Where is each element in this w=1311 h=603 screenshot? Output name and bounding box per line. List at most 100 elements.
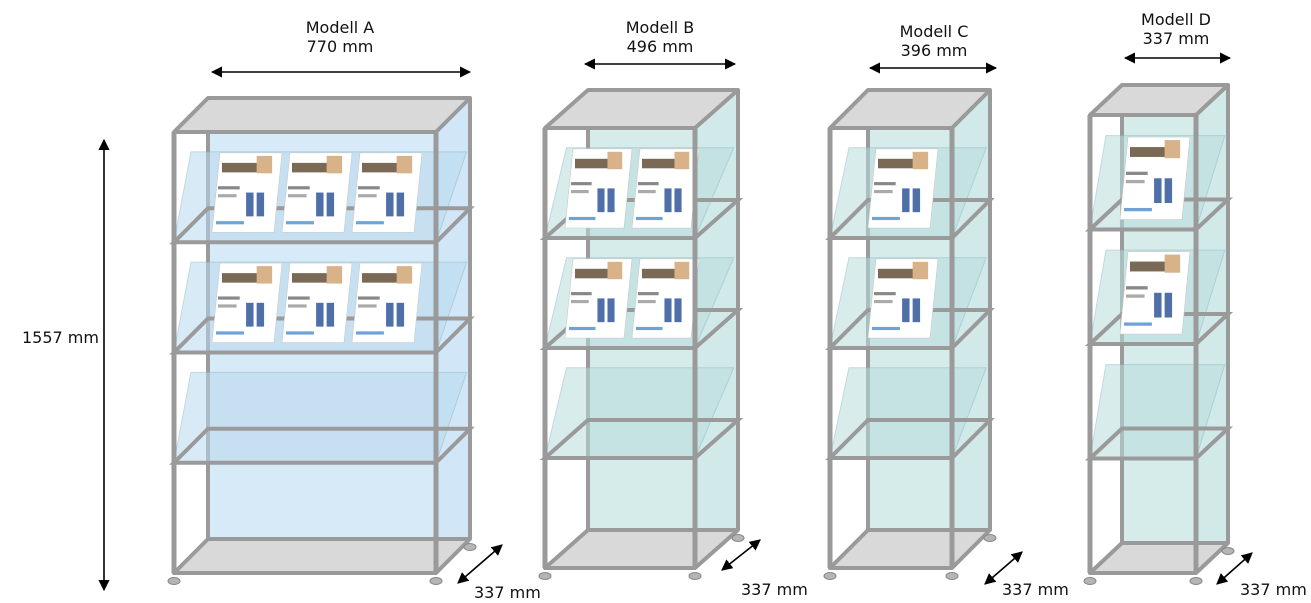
bottom-panel xyxy=(828,528,992,570)
brochure-2-1 xyxy=(1119,251,1191,335)
brochure-1-1-panel1 xyxy=(1154,178,1162,204)
top-panel xyxy=(1088,83,1230,117)
brochure-2-1-footer xyxy=(569,326,596,331)
brochure-2-2-footer xyxy=(636,326,663,331)
brochure-1-1-text1 xyxy=(218,186,240,190)
shelf-rail-2 xyxy=(169,316,475,355)
brochure-2-2-panel1 xyxy=(664,298,672,323)
brochure-1-2-text1 xyxy=(288,186,310,190)
shelf-rail-2 xyxy=(825,308,995,350)
model-c-label: Modell C 396 mm xyxy=(884,22,984,60)
brochure-2-2-text2 xyxy=(638,299,656,304)
brochure-1-3-door xyxy=(396,155,413,174)
model-b-depth: 337 mm xyxy=(741,580,808,599)
foot-2 xyxy=(688,572,702,580)
shelf-modell-d xyxy=(1083,83,1235,585)
brochure-1-1-panel2 xyxy=(256,192,265,217)
top-panel xyxy=(543,88,740,130)
shelf-rail-3 xyxy=(539,418,744,460)
brochure-1-2-text2 xyxy=(638,189,656,194)
model-d-name: Modell D xyxy=(1141,10,1211,29)
brochure-2-1-panel2 xyxy=(912,298,921,323)
brochure-1-1-text1 xyxy=(1126,171,1148,175)
shelf-rail-2 xyxy=(1084,312,1234,346)
shelf-rail-3 xyxy=(825,418,995,460)
brochure-1-1-photo xyxy=(1130,147,1177,157)
model-b-width: 496 mm xyxy=(626,37,694,56)
brochure-1-3-text1 xyxy=(358,186,380,190)
brochure-1-1-panel2 xyxy=(912,188,921,213)
bottom-panel xyxy=(172,537,472,575)
top-panel xyxy=(172,96,472,134)
brochure-2-2-text2 xyxy=(288,304,307,308)
brochure-1-1-photo xyxy=(575,158,620,169)
brochure-1-1 xyxy=(211,152,283,233)
model-d-depth-arrow xyxy=(1216,552,1253,585)
shelf-rail-3 xyxy=(1084,426,1234,461)
brochure-2-1-panel2 xyxy=(607,298,615,323)
brochure-2-3 xyxy=(351,262,423,343)
foot-1 xyxy=(823,572,837,580)
brochure-2-1 xyxy=(867,258,939,339)
brochure-1-1-photo xyxy=(222,162,269,173)
brochure-2-1-panel2 xyxy=(1164,292,1173,318)
brochure-2-2-panel1 xyxy=(316,302,324,327)
brochure-1-3-panel2 xyxy=(396,192,405,217)
model-b-depth-arrow xyxy=(721,539,761,571)
brochure-1-2-door xyxy=(674,151,690,170)
foot-2 xyxy=(429,577,443,585)
top-panel xyxy=(828,88,992,130)
brochure-2-3-text1 xyxy=(358,296,380,300)
brochure-2-1-text2 xyxy=(874,299,893,304)
model-c-depth: 337 mm xyxy=(1002,580,1069,599)
brochure-1-2 xyxy=(281,152,353,233)
model-d-depth: 337 mm xyxy=(1240,580,1307,599)
brochure-2-2-text1 xyxy=(638,292,659,296)
foot-1 xyxy=(538,572,552,580)
brochure-2-2-photo xyxy=(292,273,339,283)
shelf-modell-b xyxy=(538,88,745,580)
foot-3 xyxy=(463,543,477,551)
brochure-1-1-door xyxy=(912,151,929,170)
foot-1 xyxy=(167,577,181,585)
brochure-2-3-photo xyxy=(362,273,409,283)
shelf-rail-1 xyxy=(825,198,995,240)
brochure-1-2-text2 xyxy=(288,194,307,198)
brochure-2-1-footer xyxy=(216,331,244,335)
bottom-panel xyxy=(1088,541,1230,575)
model-a-label: Modell A 770 mm xyxy=(290,18,390,56)
brochure-2-1-photo xyxy=(1130,261,1177,272)
brochure-1-2 xyxy=(631,148,700,229)
brochure-2-1 xyxy=(211,262,283,343)
brochure-2-3-text2 xyxy=(358,304,377,308)
brochure-1-3-panel1 xyxy=(386,192,394,217)
brochure-2-2-footer xyxy=(286,331,314,335)
brochure-2-1-photo xyxy=(878,268,925,279)
brochure-2-1-text2 xyxy=(571,299,589,304)
brochure-1-1-text2 xyxy=(571,189,589,194)
brochure-2-2-photo xyxy=(642,268,687,279)
brochure-2-1-panel1 xyxy=(1154,292,1162,318)
brochure-1-1-panel2 xyxy=(1164,178,1173,204)
shelf-modell-a xyxy=(167,96,477,585)
model-a-width: 770 mm xyxy=(306,37,374,56)
brochure-2-1-footer xyxy=(1124,322,1152,326)
brochure-1-3 xyxy=(351,152,423,233)
model-a-depth: 337 mm xyxy=(474,583,541,602)
brochure-1-2-footer xyxy=(286,221,314,225)
brochure-2-2-panel2 xyxy=(326,302,335,327)
brochure-1-1-text2 xyxy=(1126,179,1145,184)
brochure-1-1-panel1 xyxy=(597,188,605,213)
brochure-2-1-door xyxy=(1164,254,1181,273)
brochure-2-1-door xyxy=(912,261,929,280)
brochure-1-1-text2 xyxy=(874,189,893,194)
foot-3 xyxy=(983,534,997,542)
model-d-label: Modell D 337 mm xyxy=(1126,10,1226,48)
brochure-1-1-text2 xyxy=(218,194,237,198)
model-a-name: Modell A xyxy=(305,18,375,37)
brochure-2-2 xyxy=(631,258,700,339)
brochure-1-2-door xyxy=(326,155,343,174)
brochure-1-2-photo xyxy=(292,162,339,173)
brochure-2-2-panel2 xyxy=(674,298,682,323)
shelf-rail-1 xyxy=(1084,197,1234,232)
